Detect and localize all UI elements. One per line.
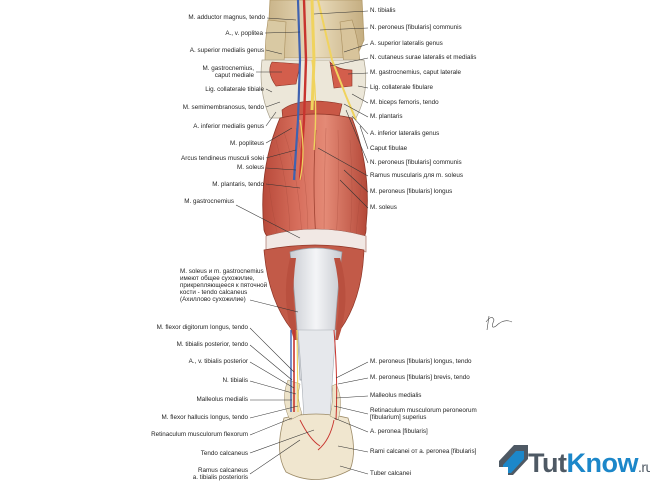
label-n-peroneus-communis-2: N. peroneus [fibularis] communis (370, 159, 462, 166)
label-ramus-muscularis: Ramus muscularis для m. soleus (370, 172, 463, 179)
label-retin-flexorum: Retinaculum musculorum flexorum (151, 431, 248, 438)
label-lig-coll-fib: Lig. collaterale fibulare (370, 84, 434, 91)
label-malleolus-lateral: Malleolus medialis (370, 392, 422, 399)
label-a-v-tib-post: A., v. tibialis posterior (188, 358, 248, 365)
brand-logo-icon (498, 445, 528, 477)
label-semimembranosus: M. semimembranosus, tendo (182, 104, 264, 111)
label-retin-peroneorum-2: [fibularium] superius (370, 414, 427, 421)
label-common-tendon-1: M. soleus и m. gastrocnemius (180, 268, 264, 275)
label-ramus-calc-2: a. tibialis posterioris (192, 474, 248, 481)
label-common-tendon-3: прикрепляющееся к пяточной (180, 282, 268, 289)
label-a-v-poplitea: A., v. poplitea (225, 30, 263, 37)
label-n-cutaneus-surae: N. cutaneus surae lateralis et medialis (370, 54, 477, 61)
label-retin-peroneorum-1: Retinaculum musculorum peroneorum (370, 407, 477, 414)
label-popliteus: M. popliteus (230, 140, 264, 147)
label-gastro-med-2: caput mediale (214, 72, 254, 79)
label-gastro-lateral: M. gastrocnemius, caput laterale (370, 69, 461, 76)
label-rami-calcanei: Rami calcanei от a. peronea [fibularis] (370, 448, 477, 455)
label-n-peroneus-communis-1: N. peroneus [fibularis] communis (370, 24, 462, 31)
label-a-inf-med-genus: A. inferior medialis genus (193, 123, 264, 130)
label-biceps-femoris: M. biceps femoris, tendo (370, 99, 439, 106)
label-a-peronea: A. peronea [fibularis] (370, 428, 428, 435)
label-soleus-right: M. soleus (370, 204, 397, 211)
label-common-tendon-4: кости - tendo calcaneus (180, 289, 248, 296)
label-lig-coll-tib: Lig. collaterale tibiale (205, 86, 264, 93)
label-a-sup-med-genus: A. superior medialis genus (189, 47, 264, 54)
label-peroneus-longus-tendo: M. peroneus [fibularis] longus, tendo (370, 358, 472, 365)
label-plantaris: M. plantaris (370, 113, 403, 120)
label-common-tendon-5: (Ахиллово сухожилие) (180, 296, 246, 303)
lower-tendon (297, 329, 337, 421)
brand-part-1: Tut (528, 448, 567, 478)
label-n-tibialis-left: N. tibialis (222, 377, 248, 384)
label-a-sup-lat-genus: A. superior lateralis genus (370, 40, 443, 47)
label-tuber-calcanei: Tuber calcanei (370, 470, 412, 477)
label-arcus-soleus: Arcus tendineus musculi solei (181, 155, 264, 162)
soleus-medial-edge (285, 258, 298, 340)
leader-lines-left (235, 17, 315, 475)
label-fdl: M. flexor digitorum longus, tendo (156, 324, 248, 331)
leader-lines-right (313, 10, 369, 475)
label-malleolus-medialis: Malleolus medialis (196, 396, 248, 403)
label-tendo-calcaneus: Tendo calcaneus (200, 450, 248, 457)
label-a-inf-lat-genus: A. inferior lateralis genus (370, 130, 440, 137)
label-plantaris-tendo: M. plantaris, tendo (212, 181, 264, 188)
netter-signature (485, 315, 513, 331)
brand-part-2: Know (566, 448, 638, 478)
brand-part-3: .ru (637, 459, 650, 475)
soleus-lateral-edge (334, 258, 346, 340)
brand-name[interactable]: TutKnow.ru (528, 448, 650, 479)
label-peroneus-brevis-tendo: M. peroneus [fibularis] brevis, tendo (370, 374, 470, 381)
label-adductor-magnus: M. adductor magnus, tendo (188, 14, 265, 21)
label-soleus-left: M. soleus (237, 164, 264, 171)
label-fhl: M. flexor hallucis longus, tendo (161, 414, 248, 421)
gastrocnemius-medial-head-upper (269, 61, 301, 87)
label-gastrocnemius-left: M. gastrocnemius (184, 198, 234, 205)
label-tib-post: M. tibialis posterior, tendo (176, 341, 248, 348)
label-gastro-med-1: M. gastrocnemius, (202, 65, 254, 72)
label-n-tibialis-right: N. tibialis (370, 7, 396, 14)
label-caput-fibulae: Caput fibulae (370, 145, 408, 152)
calcaneus-heel (279, 413, 354, 480)
label-peroneus-longus: M. peroneus [fibularis] longus (370, 188, 453, 195)
label-common-tendon-2: имеют общее сухожилие, (180, 275, 255, 282)
malleolus-lateral-shape (329, 383, 341, 421)
label-ramus-calc-1: Ramus calcaneus (197, 467, 248, 474)
brand-watermark (496, 439, 646, 485)
